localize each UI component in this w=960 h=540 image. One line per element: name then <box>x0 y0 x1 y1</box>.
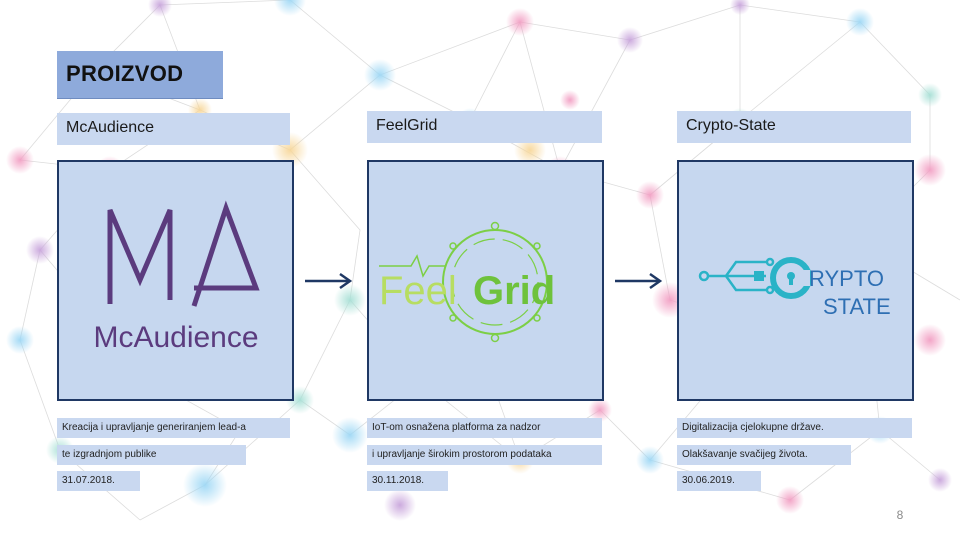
feelgrid-description-line1: IoT-om osnažena platforma za nadzor <box>367 418 602 438</box>
page-number: 8 <box>896 508 904 522</box>
crypto-state-date: 30.06.2019. <box>677 471 761 491</box>
slide-title: PROIZVOD <box>57 51 223 99</box>
product-label-crypto-state: Crypto-State <box>677 111 911 143</box>
product-card-feelgrid: Feel Grid <box>367 160 604 401</box>
crypto-state-description-line1: Digitalizacija cjelokupne države. <box>677 418 912 438</box>
mcaudience-description-line2: te izgradnjom publike <box>57 445 246 465</box>
feelgrid-description-line2: i upravljanje širokim prostorom podataka <box>367 445 602 465</box>
crypto-state-description-line2: Olakšavanje svačijeg života. <box>677 445 851 465</box>
feelgrid-logo: Feel Grid <box>379 221 555 342</box>
product-label-mcaudience: McAudience <box>57 113 290 145</box>
crypto-state-wordmark-line2: STATE <box>823 294 891 319</box>
feelgrid-wordmark-grid: Grid <box>473 269 555 313</box>
feelgrid-wordmark-feel: Feel <box>379 269 457 313</box>
arrow-right-icon <box>615 272 663 290</box>
arrow-right-icon <box>305 272 353 290</box>
crypto-state-wordmark-line1: RYPTO <box>809 266 884 291</box>
feelgrid-date: 30.11.2018. <box>367 471 448 491</box>
product-card-mcaudience: McAudience <box>57 160 294 401</box>
product-label-feelgrid: FeelGrid <box>367 111 602 143</box>
product-card-crypto-state: RYPTO STATE <box>677 160 914 401</box>
crypto-state-logo: RYPTO STATE <box>698 256 891 319</box>
mcaudience-description-line1: Kreacija i upravljanje generiranjem lead… <box>57 418 290 438</box>
mcaudience-wordmark: McAudience <box>93 321 258 354</box>
mcaudience-logo: McAudience <box>93 199 260 354</box>
mcaudience-date: 31.07.2018. <box>57 471 140 491</box>
